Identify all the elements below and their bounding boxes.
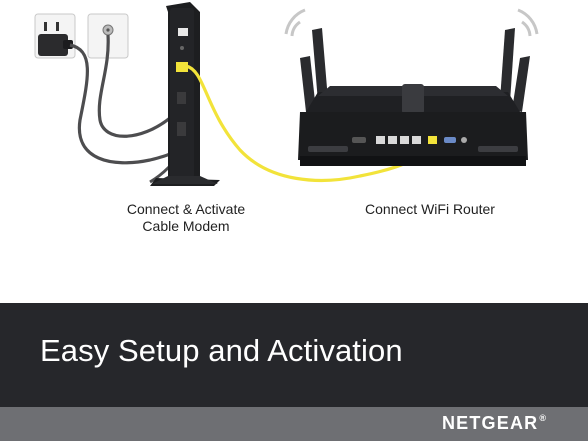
brand-footer: NETGEAR® — [0, 407, 588, 441]
wifi-signal-icon — [284, 8, 539, 37]
modem-caption-line2: Cable Modem — [142, 218, 230, 234]
setup-illustration — [34, 2, 539, 186]
router-caption: Connect WiFi Router — [365, 201, 495, 217]
registered-mark: ® — [539, 413, 546, 423]
brand-name: NETGEAR — [441, 413, 539, 433]
cable-modem — [150, 2, 220, 186]
banner-title: Easy Setup and Activation — [40, 333, 403, 368]
power-adapter — [38, 34, 73, 56]
title-banner: Easy Setup and Activation — [0, 303, 588, 407]
netgear-logo: NETGEAR® — [442, 413, 546, 434]
modem-caption: Connect & Activate Cable Modem — [96, 201, 276, 235]
modem-caption-line1: Connect & Activate — [126, 201, 246, 217]
wifi-router — [298, 28, 530, 166]
power-cable — [69, 43, 184, 165]
